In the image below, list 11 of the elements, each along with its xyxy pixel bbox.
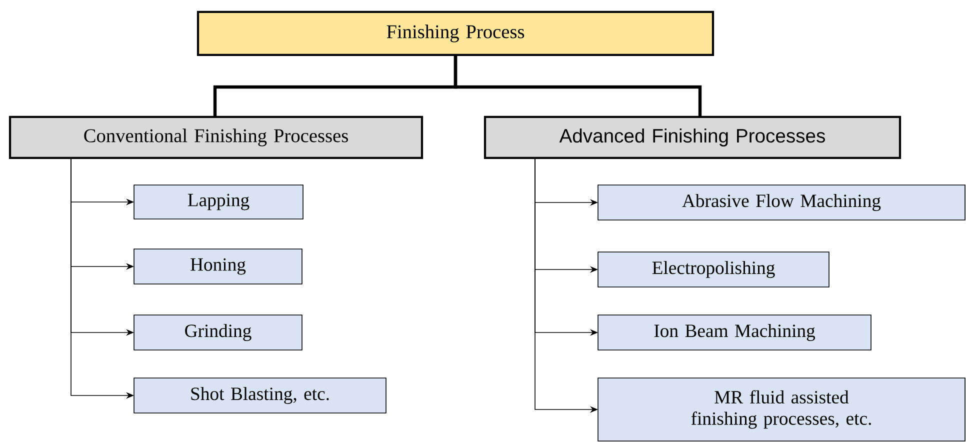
process-box: MR fluid assisted finishing processes, etc. xyxy=(598,378,966,442)
process-box: Honing xyxy=(134,248,302,284)
category-box: Conventional Finishing Processes xyxy=(8,116,424,160)
process-box: Grinding xyxy=(134,314,302,350)
process-box: Abrasive Flow Machining xyxy=(598,184,966,220)
category-box: Advanced Finishing Processes xyxy=(484,116,902,160)
process-box: Shot Blasting, etc. xyxy=(134,378,386,414)
root-box: Finishing Process xyxy=(196,10,714,56)
process-box: Lapping xyxy=(134,184,304,220)
process-box: Ion Beam Machining xyxy=(598,314,872,350)
process-box: Electropolishing xyxy=(598,252,830,288)
